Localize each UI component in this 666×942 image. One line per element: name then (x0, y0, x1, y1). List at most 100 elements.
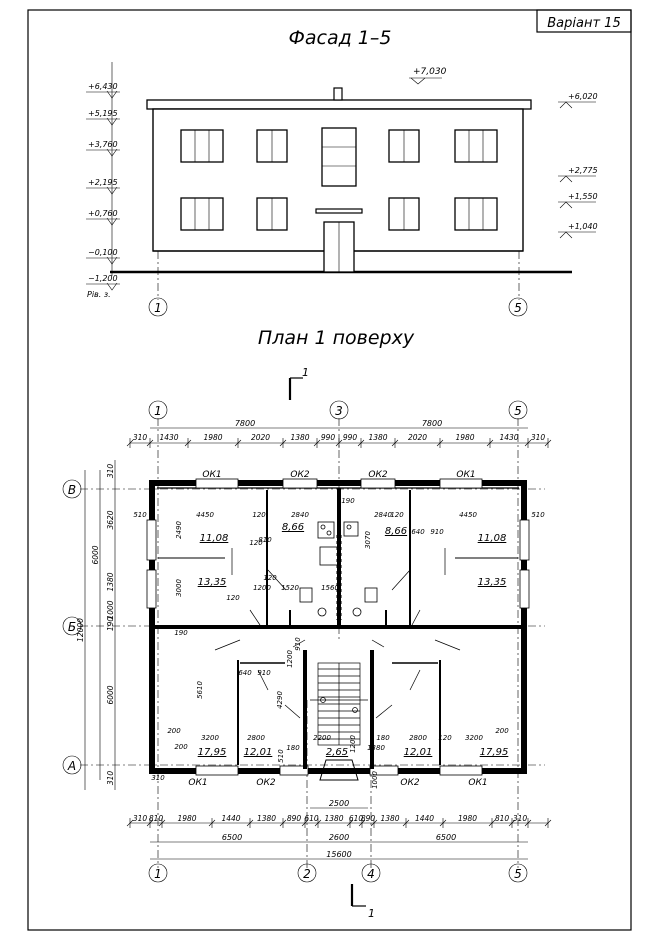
facade-section: Фасад 1–5 +6,430+5,1 (86, 27, 598, 317)
room-area: 2,65 (326, 747, 348, 758)
level-mark: +2,775 (558, 166, 598, 183)
level-mark-value: +3,760 (88, 140, 118, 149)
inner-dim: 3200 (201, 734, 219, 742)
window-ok1-top-right: ОК1 (456, 470, 475, 480)
bottom-sub-right: 6500 (436, 833, 456, 842)
section-mark-bottom: 1 (350, 884, 375, 920)
bottom-sub-left: 6500 (222, 833, 242, 842)
level-mark-value: −0,100 (88, 248, 118, 257)
plan-window-labels: ОК1 ОК2 ОК2 ОК1 ОК1 ОК2 ОК2 ОК1 (188, 470, 487, 788)
left-chain-dim: 1000 (106, 600, 115, 619)
top-chain-dim: 2020 (408, 433, 427, 442)
inner-dim: 200 (495, 727, 509, 735)
svg-text:5: 5 (514, 867, 522, 881)
bottom-chain-dim: 890 (361, 814, 376, 823)
plan-axis-top-1: 1 (148, 400, 168, 420)
inner-dim: 910 (430, 528, 444, 536)
inner-dim: 120 (390, 511, 404, 519)
inner-dim: 2800 (409, 734, 427, 742)
plan-window-openings (146, 478, 530, 776)
plan-doors (214, 548, 461, 719)
porch-dim: 2500 (329, 799, 349, 808)
level-mark-value: +5,195 (88, 109, 118, 118)
top-chain-dim: 310 (531, 433, 546, 442)
inner-dim: 1200 (286, 650, 294, 668)
plan-section: План 1 поверху 1 1 1 3 5 1 2 4 (62, 327, 552, 920)
room-area: 8,66 (282, 522, 304, 533)
left-chain-dim: 6000 (91, 545, 100, 564)
bottom-total: 15600 (326, 850, 351, 859)
level-mark-value: +6,020 (568, 92, 598, 101)
level-mark-value: +0,760 (88, 209, 118, 218)
inner-dim: 120 (226, 594, 240, 602)
level-mark: +6,430 (86, 82, 120, 99)
svg-text:1: 1 (154, 867, 162, 881)
room-area: 13,35 (198, 577, 227, 588)
ground-level-note: Рів. з. (87, 290, 111, 299)
top-chain-dim: 1430 (499, 433, 518, 442)
inner-dim: 5610 (196, 681, 204, 699)
svg-text:А: А (67, 759, 76, 773)
window-ok1-bottom-left: ОК1 (188, 778, 207, 788)
bottom-chain-dim: 1380 (324, 814, 343, 823)
top-chain-dim: 310 (133, 433, 148, 442)
left-chain-dim: 190 (106, 617, 115, 632)
bottom-chain-dim: 810 (149, 814, 164, 823)
inner-dim: 910 (294, 637, 302, 651)
level-mark: +1,550 (558, 192, 598, 209)
bottom-chain-dim: 1980 (177, 814, 196, 823)
inner-dim: 3070 (364, 531, 372, 549)
facade-roof-slab (146, 99, 532, 110)
left-chain-dim: 1380 (106, 572, 115, 591)
top-chain-dim: 990 (343, 433, 358, 442)
plan-room-areas: 11,08 8,66 8,66 11,08 13,35 13,35 17,95 … (198, 522, 509, 758)
facade-windows-lower (180, 197, 498, 273)
plan-fixtures (299, 521, 378, 620)
room-area: 8,66 (385, 526, 407, 537)
top-chain-dim: 1380 (290, 433, 309, 442)
level-mark: +1,040 (558, 222, 598, 239)
svg-text:1: 1 (154, 301, 162, 315)
bottom-chain-dim: 1440 (221, 814, 240, 823)
plan-axis-bottom-5: 5 (508, 863, 528, 883)
inner-dim: 510 (531, 511, 545, 519)
top-chain-dim: 1980 (203, 433, 222, 442)
bottom-chain-dim: 1380 (257, 814, 276, 823)
window-ok1-bottom-right: ОК1 (468, 778, 487, 788)
svg-text:В: В (68, 483, 76, 497)
top-chain-dim: 1430 (159, 433, 178, 442)
top-chain-dim: 990 (321, 433, 336, 442)
inner-dim: 3000 (175, 579, 183, 597)
inner-dim: 200 (167, 727, 181, 735)
svg-text:1: 1 (302, 366, 309, 379)
left-chain-dim: 310 (106, 464, 115, 479)
plan-axis-bottom-4: 4 (361, 863, 381, 883)
inner-dim: 810 (258, 536, 272, 544)
svg-text:3: 3 (335, 404, 343, 418)
facade-top-mark: +7,030 (409, 67, 447, 85)
inner-dim: 4290 (276, 691, 284, 709)
window-ok2-top-right: ОК2 (368, 470, 387, 480)
plan-stair (317, 662, 361, 781)
bottom-chain-dim: 310 (513, 814, 528, 823)
inner-dim: 910 (257, 669, 271, 677)
inner-dim: 1520 (281, 584, 299, 592)
plan-axis-left-a: А (62, 755, 82, 775)
left-chain-dim: 6000 (106, 685, 115, 704)
plan-axis-top-5: 5 (508, 400, 528, 420)
inner-dim: 1560 (321, 584, 339, 592)
bottom-chain-dim: 1980 (458, 814, 477, 823)
top-chain-dim: 2020 (251, 433, 270, 442)
level-mark: +2,195 (86, 178, 120, 195)
top-chain-dim: 1380 (368, 433, 387, 442)
svg-text:Б: Б (68, 620, 76, 634)
plan-interior-walls (155, 488, 522, 769)
section-mark-top: 1 (288, 366, 309, 400)
plan-axis-left-v: В (62, 479, 82, 499)
inner-dim: 310 (151, 774, 165, 782)
inner-dim: 4450 (459, 511, 477, 519)
